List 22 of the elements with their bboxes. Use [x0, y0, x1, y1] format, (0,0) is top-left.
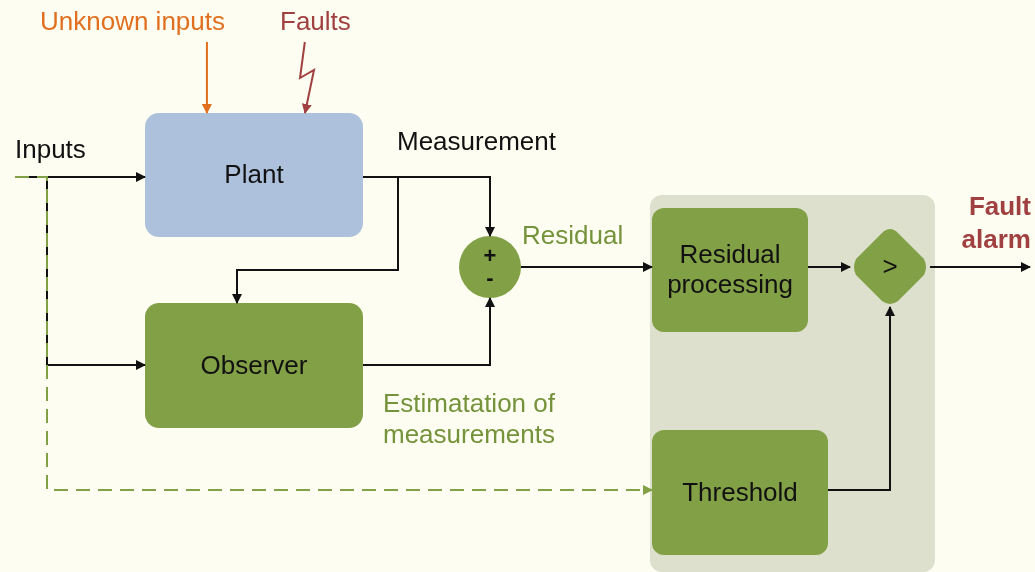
arrow: [827, 306, 895, 491]
plant-box: Plant: [145, 113, 363, 237]
edge-label: Residual: [522, 220, 624, 252]
arrow: [929, 262, 1031, 272]
process-box: Residual processing: [652, 208, 808, 332]
process-box: Threshold: [652, 430, 828, 555]
arrow: [807, 262, 851, 272]
arrow: [14, 176, 653, 495]
arrow: [298, 41, 316, 114]
text-label: Faults: [280, 2, 372, 42]
text-label: Inputs: [15, 135, 105, 177]
arrow: [362, 297, 495, 366]
panel-background: [650, 195, 935, 572]
arrow: [201, 41, 212, 114]
arrow: [520, 262, 653, 272]
sum-junction-circle: + -: [459, 236, 521, 298]
process-box: Observer: [145, 303, 363, 428]
edge-label: Estimatation of measurements: [383, 388, 556, 451]
text-label: Unknown inputs: [40, 2, 262, 42]
edge-label: Measurement: [397, 126, 556, 158]
arrow: [232, 176, 399, 304]
output-label: Fault alarm: [960, 190, 1031, 255]
